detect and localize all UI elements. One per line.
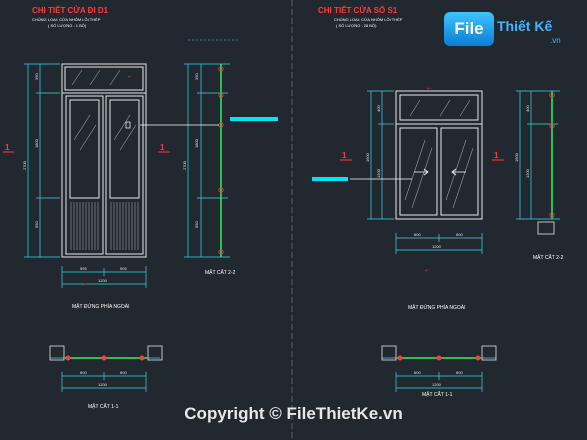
left-sheet-subtitle-1: CHỦNG LOẠI: CỬA NHÔM LÕI THÉP xyxy=(32,17,101,22)
window-glass-hatch xyxy=(404,99,474,209)
door-louvres xyxy=(70,202,139,250)
window-height-dims xyxy=(367,90,394,220)
section-mark: 1 xyxy=(160,143,165,152)
dim-label: 2700 xyxy=(22,160,27,170)
door-width-labels: 595 505 1200 xyxy=(80,266,127,283)
window-width-dims xyxy=(395,233,483,254)
right-section-11-caption: MẶT CẮT 1-1 xyxy=(422,392,453,398)
svg-text:600: 600 xyxy=(414,370,421,375)
svg-text:600: 600 xyxy=(414,232,421,237)
left-elevation-caption: MẶT ĐỨNG PHÍA NGOÀI xyxy=(72,304,130,310)
window-height-labels: 400 1200 1600 xyxy=(365,105,381,178)
svg-text:600: 600 xyxy=(80,370,87,375)
dim-label: 505 xyxy=(120,266,127,271)
svg-text:1200: 1200 xyxy=(98,382,108,387)
door-plan-section-11: 600 600 1200 xyxy=(49,345,163,392)
svg-text:⌐: ⌐ xyxy=(83,282,87,288)
svg-text:400: 400 xyxy=(525,105,530,112)
door-section-22: 350 1800 550 2700 xyxy=(140,39,278,258)
svg-text:600: 600 xyxy=(456,232,463,237)
filethietke-logo: File Thiết Kế .vn xyxy=(444,12,562,46)
logo-brand-text: Thiết Kế xyxy=(497,18,553,34)
left-sheet-title: CHI TIẾT CỬA ĐI D1 xyxy=(32,6,109,15)
svg-text:⌐: ⌐ xyxy=(128,74,132,80)
svg-text:1800: 1800 xyxy=(194,138,199,148)
window-section-22: 400 1200 1600 xyxy=(514,90,560,235)
svg-text:600: 600 xyxy=(456,370,463,375)
svg-text:1: 1 xyxy=(494,151,499,160)
right-elevation-caption: MẶT ĐỨNG PHÍA NGOÀI xyxy=(408,305,466,311)
door-elevation xyxy=(61,63,147,258)
window-elevation xyxy=(395,90,483,220)
window-arrows xyxy=(414,168,466,176)
svg-text:1600: 1600 xyxy=(514,152,519,162)
dim-label: 1200 xyxy=(98,278,108,283)
section-marks-left: 1 1 ⌐ ⌐ xyxy=(3,74,170,288)
dim-label: 1800 xyxy=(34,138,39,148)
svg-text:1600: 1600 xyxy=(365,152,370,162)
left-sheet-subtitle-2: ( SỐ LƯỢNG : 1 BỘ) xyxy=(48,23,87,28)
window-plan-section-11: 600 600 1200 xyxy=(381,345,497,392)
cyan-bar xyxy=(230,117,278,121)
door-glass-hatch xyxy=(71,69,137,151)
svg-text:2700: 2700 xyxy=(182,160,187,170)
section-mark: 1 xyxy=(5,143,10,152)
svg-text:⌐: ⌐ xyxy=(425,268,429,274)
svg-text:350: 350 xyxy=(194,73,199,80)
svg-text:400: 400 xyxy=(376,105,381,112)
dim-label: 595 xyxy=(80,266,87,271)
logo-domain-text: .vn xyxy=(550,36,561,45)
door-height-dims xyxy=(24,63,60,258)
svg-text:1: 1 xyxy=(342,151,347,160)
right-sheet-title: CHI TIẾT CỬA SỔ S1 xyxy=(318,6,398,15)
window-width-labels: 600 600 1200 xyxy=(414,232,463,249)
svg-text:1200: 1200 xyxy=(376,168,381,178)
svg-text:600: 600 xyxy=(120,370,127,375)
right-sheet-subtitle-1: CHỦNG LOẠI: CỬA NHÔM LÕI THÉP xyxy=(334,17,403,22)
svg-text:⌐: ⌐ xyxy=(427,86,431,92)
door-handle xyxy=(125,121,131,129)
svg-text:1200: 1200 xyxy=(432,244,442,249)
section-marks-right: 1 1 ⌐ ⌐ xyxy=(312,86,504,274)
left-section-11-caption: MẶT CẮT 1-1 xyxy=(88,404,119,410)
left-section-22-caption: MẶT CẮT 2-2 xyxy=(205,270,236,276)
copyright-watermark: Copyright © FileThietKe.vn xyxy=(184,404,403,423)
logo-file-text: File xyxy=(444,12,494,46)
door-height-labels: 350 1800 550 2700 xyxy=(22,73,39,228)
right-sheet-subtitle-2: ( SỐ LƯỢNG : 28 BỘ) xyxy=(336,23,377,28)
dim-label: 550 xyxy=(34,221,39,228)
svg-text:550: 550 xyxy=(194,221,199,228)
right-section-22-caption: MẶT CẮT 2-2 xyxy=(533,255,564,261)
svg-text:1200: 1200 xyxy=(432,382,442,387)
dim-label: 350 xyxy=(34,73,39,80)
cyan-bar xyxy=(312,177,348,181)
door-width-dims xyxy=(61,266,147,288)
svg-text:1200: 1200 xyxy=(525,168,530,178)
